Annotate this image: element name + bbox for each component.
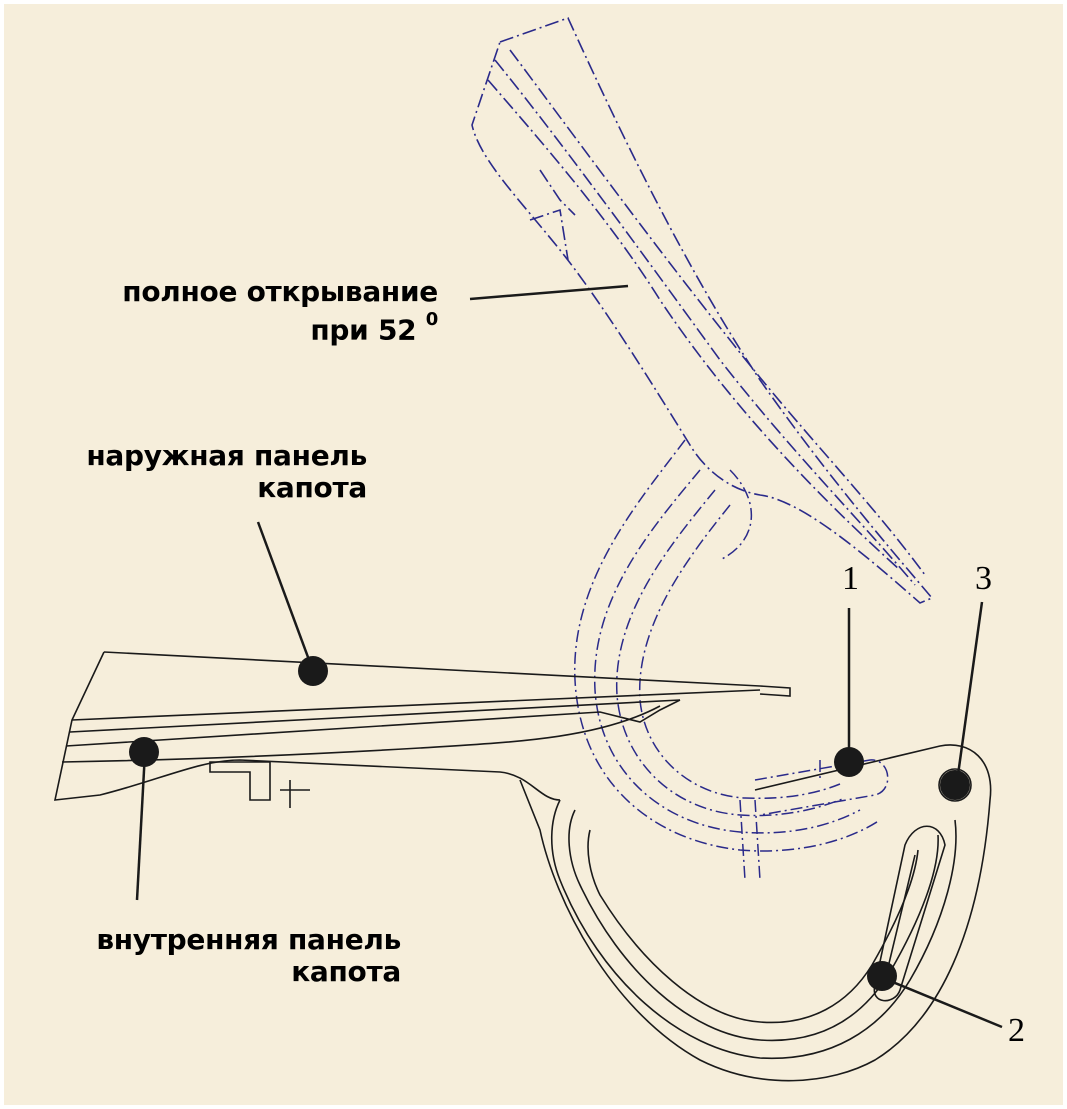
leader-outer-panel	[256, 521, 314, 669]
marker-inner-panel	[129, 737, 159, 767]
marker-2	[867, 961, 897, 991]
callout-number-3: 3	[975, 560, 992, 597]
label-outer-panel: наружная панель капота	[86, 440, 367, 504]
label-outer-panel-line2: капота	[257, 471, 367, 504]
leader-inner-panel	[135, 751, 147, 901]
leader-3	[955, 601, 984, 783]
leader-full-opening	[469, 284, 629, 301]
label-inner-panel-line1: внутренняя панель	[96, 923, 401, 956]
label-full-opening-line2: при 52 0	[122, 308, 438, 346]
closed-hood-panels	[53, 651, 791, 808]
drawing-background	[4, 4, 1063, 1105]
label-full-opening-angle: при 52	[310, 313, 417, 347]
marker-1	[834, 747, 864, 777]
open-hood-arm	[574, 439, 889, 881]
marker-outer-panel	[298, 656, 328, 686]
leader-lines	[135, 284, 1003, 1029]
label-inner-panel: внутренняя панель капота	[96, 924, 401, 988]
callout-number-2: 2	[1008, 1012, 1025, 1049]
label-full-opening-line1: полное открывание	[122, 275, 438, 308]
open-hood-outline	[471, 17, 934, 604]
callout-markers	[129, 656, 970, 991]
marker-3	[940, 770, 970, 800]
label-inner-panel-line2: капота	[291, 955, 401, 988]
label-outer-panel-line1: наружная панель	[86, 439, 367, 472]
label-full-opening-degree: 0	[425, 309, 439, 330]
closed-hinge-arm	[519, 744, 992, 1082]
label-full-opening: полное открывание при 52 0	[122, 276, 438, 346]
callout-number-1: 1	[842, 560, 859, 597]
leader-2	[882, 976, 1003, 1029]
